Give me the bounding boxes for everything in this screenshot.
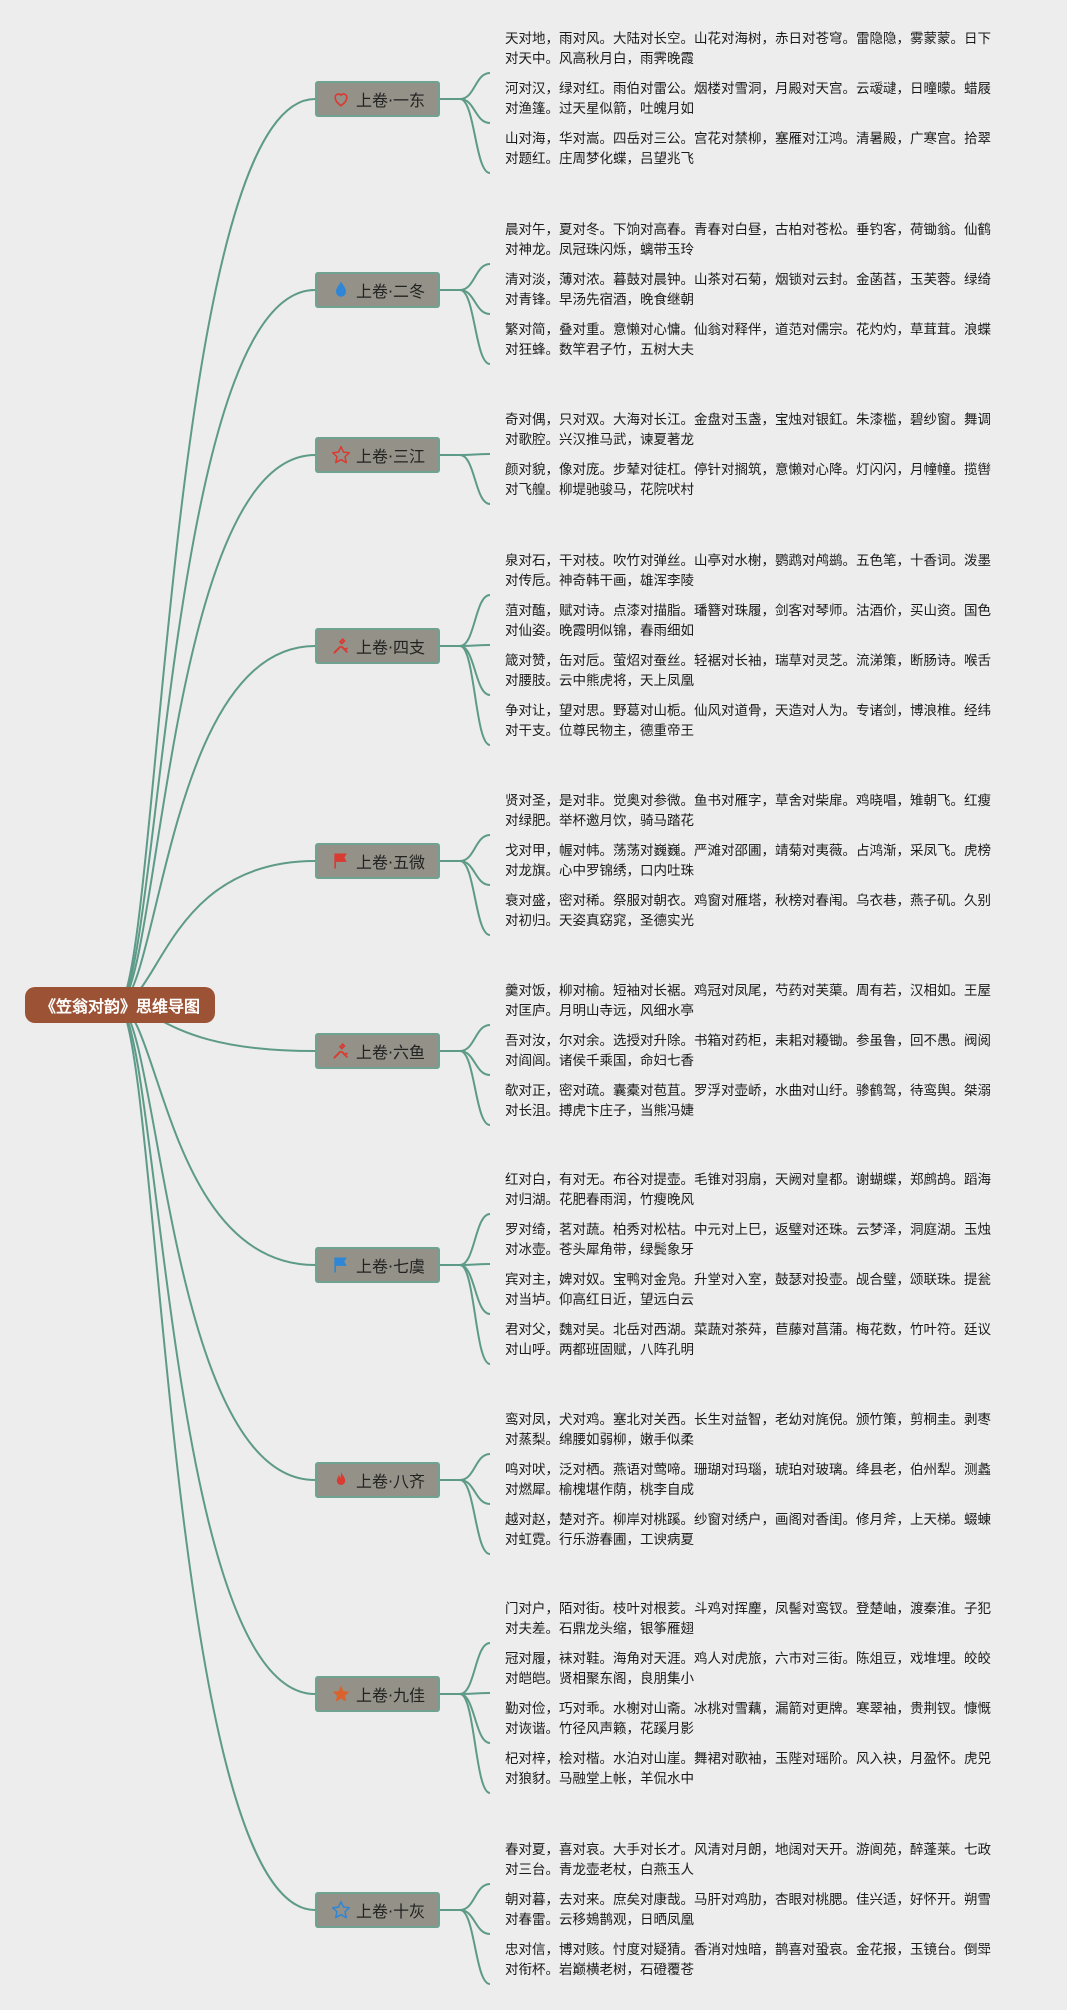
couplet-text: 杞对梓，桧对楷。水泊对山崖。舞裙对歌袖，玉陛对瑶阶。风入袂，月盈怀。虎兕对狼豺。… bbox=[505, 1751, 991, 1787]
branch-node[interactable]: 上卷·十灰 bbox=[315, 1892, 440, 1928]
connector-line bbox=[440, 1213, 491, 1266]
connector-line bbox=[119, 645, 316, 1006]
couplet-text: 泉对石，干对枝。吹竹对弹丝。山亭对水榭，鹦鹉对鸬鹚。五色笔，十香词。泼墨对传卮。… bbox=[505, 553, 991, 589]
star-outline-icon bbox=[330, 444, 352, 466]
flag-icon bbox=[330, 1254, 352, 1276]
connector-line bbox=[440, 1642, 491, 1695]
couplet-text: 河对汉，绿对红。雨伯对雷公。烟楼对雪洞，月殿对天宫。云叆叇，日曈曚。蜡屐对渔篷。… bbox=[505, 81, 991, 117]
flame-icon bbox=[330, 1469, 352, 1491]
couplet-text: 忠对信，博对赅。忖度对疑猜。香消对烛暗，鹊喜对蛩哀。金花报，玉镜台。倒斝对衔杯。… bbox=[505, 1942, 991, 1978]
branch-label: 上卷·九佳 bbox=[355, 1686, 426, 1705]
connector-line bbox=[119, 1004, 316, 1911]
couplet-text: 争对让，望对思。野葛对山栀。仙风对道骨，天造对人为。专诸剑，博浪椎。经纬对干支。… bbox=[505, 703, 991, 739]
branch-node[interactable]: 上卷·八齐 bbox=[315, 1462, 440, 1498]
mindmap-root[interactable]: 《笠翁对韵》思维导图 bbox=[25, 987, 215, 1023]
couplet-text: 戈对甲，幄对帏。荡荡对巍巍。严滩对邵圃，靖菊对夷薇。占鸿渐，采凤飞。虎榜对龙旗。… bbox=[505, 843, 991, 879]
connector-line bbox=[440, 1024, 491, 1052]
branch-node[interactable]: 上卷·一东 bbox=[315, 81, 440, 117]
couplet-text: 山对海，华对嵩。四岳对三公。宫花对禁柳，塞雁对江鸿。清暑殿，广寒宫。拾翠对题红。… bbox=[505, 131, 991, 167]
couplet-text: 清对淡，薄对浓。暮鼓对晨钟。山茶对石菊，烟锁对云封。金菡萏，玉芙蓉。绿绮对青锋。… bbox=[505, 272, 991, 308]
couplet-text: 贤对圣，是对非。觉奥对参微。鱼书对雁字，草舍对柴扉。鸡晓唱，雉朝飞。红瘦对绿肥。… bbox=[505, 793, 991, 829]
star-filled-icon bbox=[330, 1683, 352, 1705]
couplet-text: 越对赵，楚对齐。柳岸对桃蹊。纱窗对绣户，画阁对香闺。修月斧，上天梯。蝃蝀对虹霓。… bbox=[505, 1512, 991, 1548]
branch-node[interactable]: 上卷·九佳 bbox=[315, 1676, 440, 1712]
heart-icon bbox=[330, 88, 352, 110]
branch-node[interactable]: 上卷·五微 bbox=[315, 843, 440, 879]
connector-line bbox=[440, 594, 491, 647]
couplet-text: 箴对赞，缶对卮。萤炤对蚕丝。轻裾对长袖，瑞草对灵芝。流涕策，断肠诗。喉舌对腰肢。… bbox=[505, 653, 991, 689]
tools-icon bbox=[330, 635, 352, 657]
connector-line bbox=[119, 454, 316, 1006]
couplet-text: 繁对简，叠对重。意懒对心慵。仙翁对释伴，道范对儒宗。花灼灼，草茸茸。浪蝶对狂蜂。… bbox=[505, 322, 991, 358]
couplet-text: 宾对主，婢对奴。宝鸭对金凫。升堂对入室，鼓瑟对投壶。觇合璧，颂联珠。提瓮对当垆。… bbox=[505, 1272, 991, 1308]
couplet-text: 鸾对凤，犬对鸡。塞北对关西。长生对益智，老幼对旄倪。颁竹策，剪桐圭。剥枣对蒸梨。… bbox=[505, 1412, 991, 1448]
connector-line bbox=[440, 834, 491, 862]
couplet-text: 君对父，魏对吴。北岳对西湖。菜蔬对茶荈，苣藤对菖蒲。梅花数，竹叶符。廷议对山呼。… bbox=[505, 1322, 991, 1358]
couplet-text: 颜对貌，像对庞。步辇对徒杠。停针对搁筑，意懒对心降。灯闪闪，月幢幢。揽辔对飞艎。… bbox=[505, 462, 991, 498]
branch-label: 上卷·二冬 bbox=[355, 282, 426, 301]
couplet-text: 门对户，陌对街。枝叶对根荄。斗鸡对挥麈，凤髻对鸾钗。登楚岫，渡秦淮。子犯对夫差。… bbox=[505, 1601, 991, 1637]
couplet-text: 天对地，雨对风。大陆对长空。山花对海树，赤日对苍穹。雷隐隐，雾蒙蒙。日下对天中。… bbox=[505, 31, 991, 67]
connector-line bbox=[440, 645, 491, 746]
branch-label: 上卷·六鱼 bbox=[355, 1043, 426, 1062]
connector-line bbox=[440, 1453, 491, 1481]
connector-line bbox=[440, 1050, 491, 1126]
branch-label: 上卷·八齐 bbox=[355, 1472, 426, 1491]
star-outline-icon bbox=[330, 1899, 352, 1921]
connector-line bbox=[440, 1883, 491, 1911]
couplet-text: 吾对汝，尔对余。选授对升除。书箱对药柜，耒耜对耰锄。参虽鲁，回不愚。阀阅对阎闾。… bbox=[505, 1033, 991, 1069]
couplet-text: 红对白，有对无。布谷对提壶。毛锥对羽扇，天阙对皇都。谢蝴蝶，郑鹧鸪。蹈海对归湖。… bbox=[505, 1172, 991, 1208]
connector-line bbox=[440, 645, 491, 696]
branch-label: 上卷·一东 bbox=[355, 91, 426, 110]
connector-line bbox=[119, 1004, 316, 1481]
couplet-text: 晨对午，夏对冬。下饷对高春。青春对白昼，古柏对苍松。垂钓客，荷锄翁。仙鹤对神龙。… bbox=[505, 222, 991, 258]
couplet-text: 奇对偶，只对双。大海对长江。金盘对玉盏，宝烛对银釭。朱漆槛，碧纱窗。舞调对歌腔。… bbox=[505, 412, 991, 448]
connector-line bbox=[440, 1693, 491, 1794]
connector-line bbox=[440, 454, 491, 505]
flag-icon bbox=[330, 850, 352, 872]
branch-label: 上卷·十灰 bbox=[355, 1902, 426, 1921]
connector-line bbox=[440, 1909, 491, 1985]
couplet-text: 欹对正，密对疏。囊橐对苞苴。罗浮对壶峤，水曲对山纡。骖鹤驾，待鸾舆。桀溺对长沮。… bbox=[505, 1083, 991, 1119]
tools-icon bbox=[330, 1040, 352, 1062]
connector-line bbox=[119, 98, 316, 1006]
connector-line bbox=[440, 263, 491, 291]
couplet-text: 勤对俭，巧对乖。水榭对山斋。冰桃对雪藕，漏箭对更牌。寒翠袖，贵荆钗。慷慨对诙谐。… bbox=[505, 1701, 991, 1737]
branch-node[interactable]: 上卷·七虞 bbox=[315, 1247, 440, 1283]
branch-node[interactable]: 上卷·三江 bbox=[315, 437, 440, 473]
branch-label: 上卷·七虞 bbox=[355, 1257, 426, 1276]
connector-line bbox=[440, 1693, 491, 1744]
water-drop-icon bbox=[330, 279, 352, 301]
couplet-text: 朝对暮，去对来。庶矣对康哉。马肝对鸡肋，杏眼对桃腮。佳兴适，好怀开。朔雪对春雷。… bbox=[505, 1892, 991, 1928]
branch-node[interactable]: 上卷·二冬 bbox=[315, 272, 440, 308]
couplet-text: 菹对醢，赋对诗。点漆对描脂。璠簪对珠履，剑客对琴师。沽酒价，买山资。国色对仙姿。… bbox=[505, 603, 991, 639]
connector-line bbox=[440, 1264, 491, 1315]
connector-line bbox=[440, 98, 491, 174]
connector-line bbox=[440, 1264, 491, 1365]
couplet-text: 冠对履，袜对鞋。海角对天涯。鸡人对虎旅，六市对三街。陈俎豆，戏堆埋。皎皎对皑皑。… bbox=[505, 1651, 991, 1687]
branch-label: 上卷·四支 bbox=[355, 638, 426, 657]
branch-node[interactable]: 上卷·四支 bbox=[315, 628, 440, 664]
connector-line bbox=[119, 1004, 316, 1266]
connector-line bbox=[440, 289, 491, 365]
branch-label: 上卷·五微 bbox=[355, 853, 426, 872]
branch-label: 上卷·三江 bbox=[355, 447, 426, 466]
connector-line bbox=[440, 72, 491, 100]
couplet-text: 罗对绮，茗对蔬。柏秀对松枯。中元对上巳，返璧对还珠。云梦泽，洞庭湖。玉烛对冰壶。… bbox=[505, 1222, 991, 1258]
connector-line bbox=[119, 289, 316, 1006]
couplet-text: 羹对饭，柳对榆。短袖对长裾。鸡冠对凤尾，芍药对芙蕖。周有若，汉相如。王屋对匡庐。… bbox=[505, 983, 991, 1019]
branch-node[interactable]: 上卷·六鱼 bbox=[315, 1033, 440, 1069]
connector-line bbox=[440, 1479, 491, 1555]
couplet-text: 鸣对吠，泛对栖。燕语对莺啼。珊瑚对玛瑙，琥珀对玻璃。绛县老，伯州犁。测蠡对燃犀。… bbox=[505, 1462, 991, 1498]
couplet-text: 衰对盛，密对稀。祭服对朝衣。鸡窗对雁塔，秋榜对春闱。乌衣巷，燕子矶。久别对初归。… bbox=[505, 893, 991, 929]
couplet-text: 春对夏，喜对哀。大手对长才。风清对月朗，地阔对天开。游阆苑，醉蓬莱。七政对三台。… bbox=[505, 1842, 991, 1878]
connector-line bbox=[119, 1004, 316, 1695]
connector-line bbox=[440, 860, 491, 936]
